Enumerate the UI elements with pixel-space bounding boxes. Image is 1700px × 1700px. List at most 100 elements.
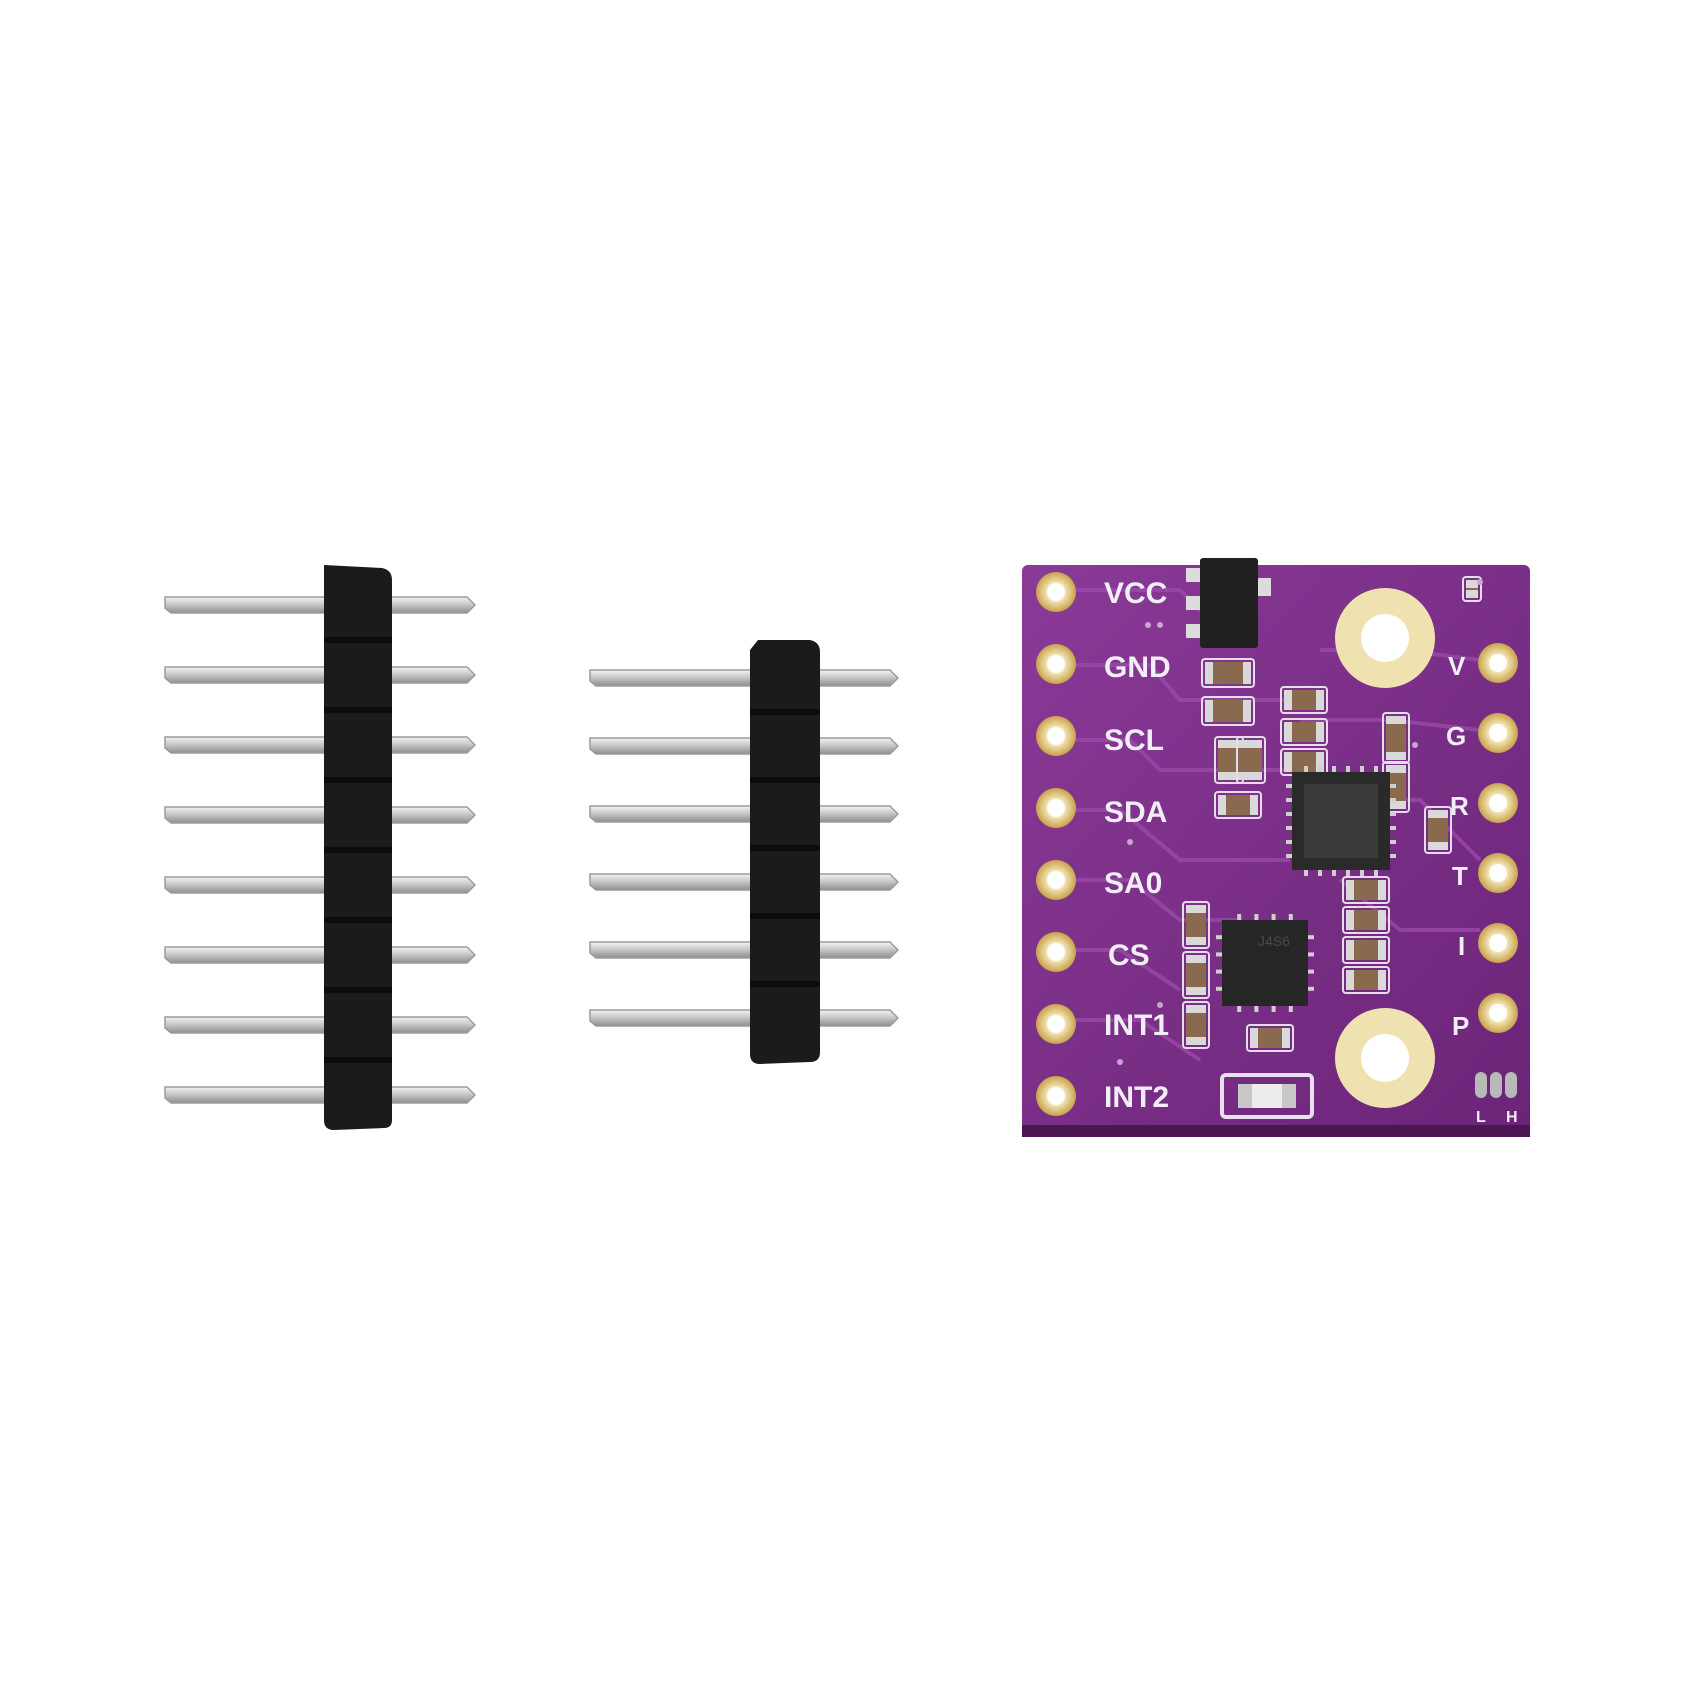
header6-pin-1 (589, 669, 900, 687)
silkscreen-outline (1182, 1001, 1210, 1049)
terminal (1205, 662, 1213, 684)
pin-label-i: I (1458, 931, 1465, 961)
pin-label-vcc: VCC (1104, 577, 1167, 610)
ic-lead (1288, 1006, 1293, 1012)
main-ic (1286, 766, 1396, 876)
pin-label-int1: INT1 (1104, 1009, 1169, 1042)
component-body (1284, 722, 1324, 742)
terminal (1316, 722, 1324, 742)
right-pad-p (1478, 993, 1518, 1033)
pin-label-g: G (1446, 721, 1466, 751)
component-body (1284, 690, 1324, 710)
sensor-module-pcb: VCC GND SCL SDA SA0 CS INT1 INT2 V G R T… (1022, 558, 1530, 1137)
ic-lead (1216, 952, 1222, 957)
ic-lead (1360, 766, 1364, 772)
ic-lead (1346, 870, 1350, 876)
ic-lead (1286, 854, 1292, 858)
passive-11 (1424, 806, 1452, 854)
terminal (1428, 810, 1448, 818)
passive-2 (1201, 696, 1255, 726)
pad-hole (1047, 1087, 1065, 1105)
ic-lead (1216, 969, 1222, 974)
passive-12 (1342, 876, 1390, 904)
terminal (1386, 801, 1406, 809)
left-pad-sda (1036, 788, 1076, 828)
pad-hole (1047, 943, 1065, 961)
right-pad-g (1478, 713, 1518, 753)
terminal (1284, 752, 1292, 772)
passive-9 (1382, 712, 1410, 764)
terminal (1346, 910, 1354, 930)
ic-lead (1308, 952, 1314, 957)
mounting-hole-top (1335, 588, 1435, 688)
passive-components (1182, 576, 1482, 1052)
pin-label-int2: INT2 (1104, 1081, 1169, 1114)
ic-lead (1216, 986, 1222, 991)
ic-lead (1216, 935, 1222, 940)
ic-lead (1374, 766, 1378, 772)
jumper-label-l: L (1476, 1109, 1486, 1126)
pin-label-r: R (1450, 791, 1469, 821)
component-body (1218, 795, 1258, 815)
pin-label-gnd: GND (1104, 651, 1171, 684)
terminal (1346, 940, 1354, 960)
header6-pin-2 (589, 737, 900, 755)
terminal (1218, 772, 1240, 780)
header6-ridge-2 (750, 777, 820, 783)
terminal (1186, 955, 1206, 963)
ic-lead (1237, 914, 1242, 920)
pad-hole (1047, 583, 1065, 601)
left-pad-scl (1036, 716, 1076, 756)
header8-pin-4 (164, 806, 477, 824)
terminal (1250, 795, 1258, 815)
pad-hole (1047, 655, 1065, 673)
ic-lead (1304, 766, 1308, 772)
ic-lead (1254, 914, 1259, 920)
ic-lead (1271, 1006, 1276, 1012)
silkscreen-outline (1280, 718, 1328, 746)
jumper-label-h: H (1506, 1109, 1518, 1126)
pad-hole (1489, 794, 1507, 812)
pad-hole (1047, 871, 1065, 889)
ic-lead (1308, 969, 1314, 974)
right-pad-t (1478, 853, 1518, 893)
header8-ridge-4 (324, 847, 392, 853)
pad-hole (1489, 654, 1507, 672)
left-pin-labels: VCC GND SCL SDA SA0 CS INT1 INT2 (1104, 577, 1171, 1114)
header8-pin-6 (164, 946, 477, 964)
passive-7 (1236, 736, 1266, 784)
passive-14 (1342, 936, 1390, 964)
terminal (1186, 937, 1206, 945)
ic-lead (1286, 812, 1292, 816)
component-body (1186, 905, 1206, 945)
terminal (1186, 1037, 1206, 1045)
ic-lead (1288, 914, 1293, 920)
passive-4 (1280, 718, 1328, 746)
ic-lead (1332, 870, 1336, 876)
passive-17 (1182, 951, 1210, 999)
pad-hole (1047, 799, 1065, 817)
passive-5 (1280, 748, 1328, 776)
header8-pin-3 (164, 736, 477, 754)
component-body (1186, 955, 1206, 995)
pad-hole (1489, 724, 1507, 742)
pin-header-8 (164, 565, 477, 1130)
silkscreen-outline (1342, 876, 1390, 904)
terminal (1284, 690, 1292, 710)
terminal (1386, 752, 1406, 760)
pin-label-scl: SCL (1104, 724, 1164, 757)
silkscreen-outline (1182, 951, 1210, 999)
passive-16 (1182, 901, 1210, 949)
passive-3 (1280, 686, 1328, 714)
silkscreen-outline (1182, 901, 1210, 949)
ic-lead (1254, 1006, 1259, 1012)
terminal (1240, 772, 1262, 780)
pad-hole (1489, 1004, 1507, 1022)
pad-hole (1489, 864, 1507, 882)
terminal (1218, 795, 1226, 815)
terminal (1346, 970, 1354, 990)
silkscreen-outline (1462, 576, 1482, 602)
led-component (1220, 1073, 1314, 1119)
component-body (1346, 940, 1386, 960)
